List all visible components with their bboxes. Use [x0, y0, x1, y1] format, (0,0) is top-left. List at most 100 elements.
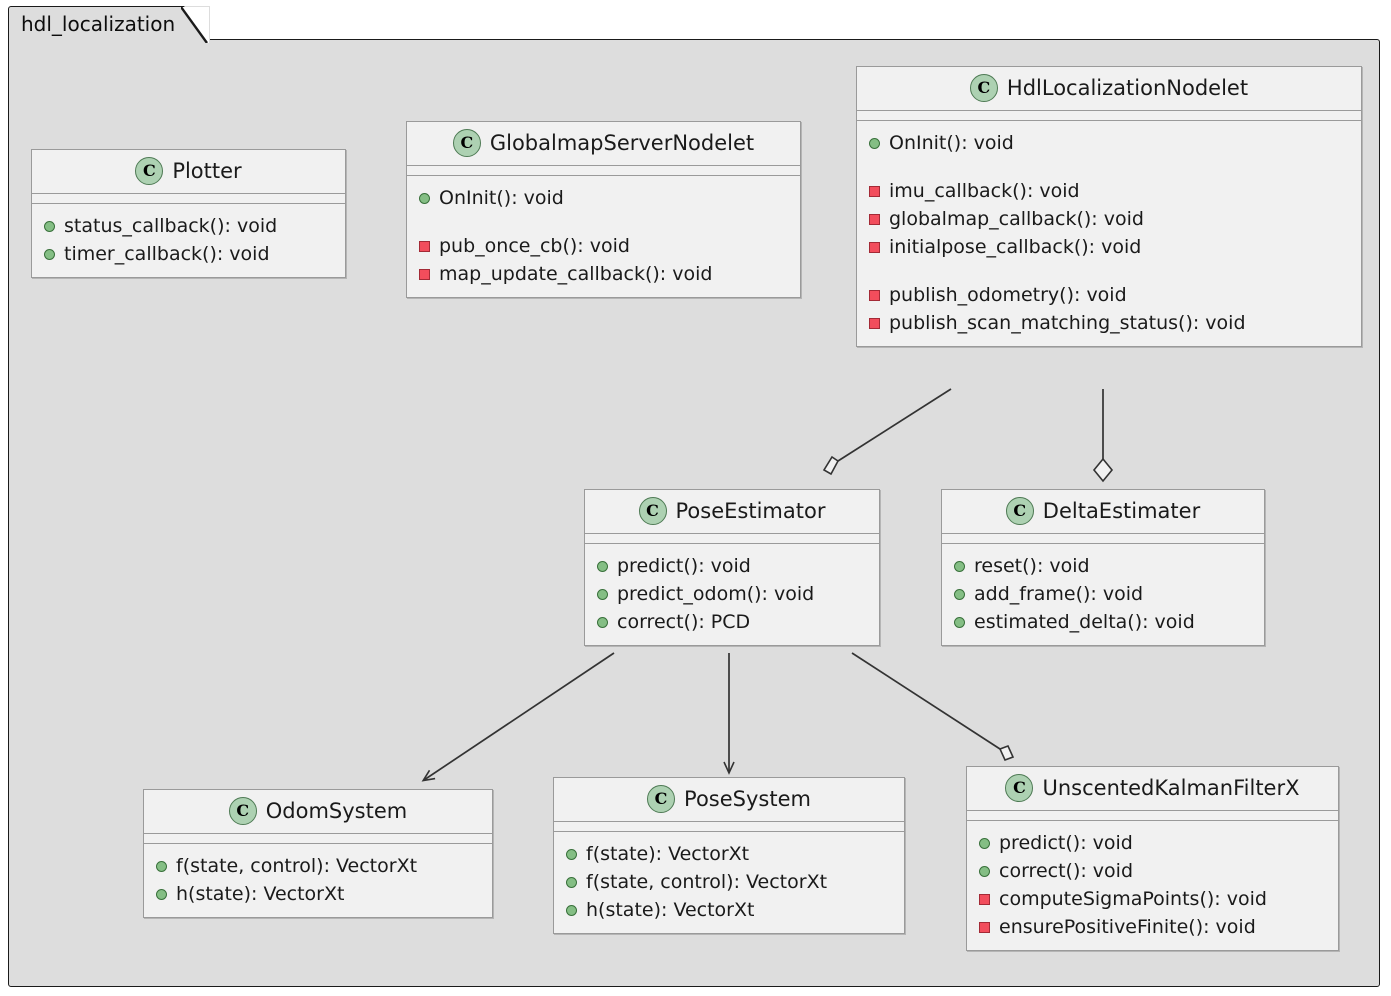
method-row: estimated_delta(): void [954, 608, 1252, 636]
method-row: globalmap_callback(): void [869, 205, 1349, 233]
class-icon: C [1005, 497, 1034, 525]
method-row: pub_once_cb(): void [419, 232, 788, 260]
method-label: reset(): void [974, 554, 1090, 577]
class-attributes-compartment [967, 811, 1338, 821]
class-attributes-compartment [857, 111, 1361, 121]
public-visibility-icon [979, 865, 990, 877]
package-name: hdl_localization [21, 11, 176, 36]
private-visibility-icon [869, 213, 880, 225]
private-visibility-icon [869, 289, 880, 301]
method-label: pub_once_cb(): void [439, 234, 630, 257]
class-methods-compartment: f(state): VectorXt f(state, control): Ve… [554, 832, 904, 933]
private-visibility-icon [419, 240, 430, 252]
method-label: computeSigmaPoints(): void [999, 887, 1267, 910]
class-attributes-compartment [585, 534, 879, 544]
method-row: publish_odometry(): void [869, 281, 1349, 309]
public-visibility-icon [566, 904, 577, 916]
class-box-plotter[interactable]: C Plotter status_callback(): void timer_… [31, 149, 346, 278]
method-row: reset(): void [954, 552, 1252, 580]
method-label: OnInit(): void [889, 131, 1014, 154]
method-label: h(state): VectorXt [176, 882, 345, 905]
method-label: publish_scan_matching_status(): void [889, 311, 1246, 334]
class-attributes-compartment [144, 834, 492, 844]
public-visibility-icon [566, 848, 577, 860]
class-name: PoseEstimator [675, 499, 826, 523]
class-header: C OdomSystem [144, 790, 492, 834]
public-visibility-icon [954, 560, 965, 572]
class-attributes-compartment [407, 166, 800, 176]
class-box-odom-system[interactable]: C OdomSystem f(state, control): VectorXt… [143, 789, 493, 918]
method-label: globalmap_callback(): void [889, 207, 1144, 230]
public-visibility-icon [979, 837, 990, 849]
method-row: imu_callback(): void [869, 177, 1349, 205]
class-attributes-compartment [554, 822, 904, 832]
method-row: f(state): VectorXt [566, 840, 892, 868]
method-row: predict(): void [979, 829, 1326, 857]
class-name: GlobalmapServerNodelet [489, 131, 755, 155]
class-name: HdlLocalizationNodelet [1006, 76, 1249, 100]
method-label: imu_callback(): void [889, 179, 1080, 202]
public-visibility-icon [419, 192, 430, 204]
class-methods-compartment: predict(): void correct(): void computeS… [967, 821, 1338, 950]
method-label: correct(): PCD [617, 610, 751, 633]
class-name: DeltaEstimater [1042, 499, 1201, 523]
class-attributes-compartment [942, 534, 1264, 544]
method-label: ensurePositiveFinite(): void [999, 915, 1256, 938]
public-visibility-icon [44, 248, 55, 260]
method-row: publish_scan_matching_status(): void [869, 309, 1349, 337]
class-methods-compartment: OnInit(): void imu_callback(): void glob… [857, 121, 1361, 346]
method-label: f(state, control): VectorXt [586, 870, 828, 893]
method-row: OnInit(): void [419, 184, 788, 212]
class-box-pose-estimator[interactable]: C PoseEstimator predict(): void predict_… [584, 489, 880, 646]
public-visibility-icon [597, 560, 608, 572]
public-visibility-icon [954, 588, 965, 600]
method-row: correct(): void [979, 857, 1326, 885]
class-header: C UnscentedKalmanFilterX [967, 767, 1338, 811]
method-row: h(state): VectorXt [156, 880, 480, 908]
class-header: C HdlLocalizationNodelet [857, 67, 1361, 111]
class-box-globalmap-server-nodelet[interactable]: C GlobalmapServerNodelet OnInit(): void … [406, 121, 801, 298]
class-name: UnscentedKalmanFilterX [1042, 776, 1300, 800]
class-methods-compartment: status_callback(): void timer_callback()… [32, 204, 345, 277]
method-row: initialpose_callback(): void [869, 233, 1349, 261]
method-group-separator [869, 261, 1349, 281]
private-visibility-icon [869, 185, 880, 197]
class-icon: C [647, 785, 676, 813]
class-methods-compartment: OnInit(): void pub_once_cb(): void map_u… [407, 176, 800, 297]
method-label: add_frame(): void [974, 582, 1144, 605]
method-label: estimated_delta(): void [974, 610, 1195, 633]
class-header: C PoseSystem [554, 778, 904, 822]
method-label: predict(): void [999, 831, 1133, 854]
class-box-unscented-kalman-filter-x[interactable]: C UnscentedKalmanFilterX predict(): void… [966, 766, 1339, 951]
private-visibility-icon [869, 317, 880, 329]
class-box-hdl-localization-nodelet[interactable]: C HdlLocalizationNodelet OnInit(): void … [856, 66, 1362, 347]
class-methods-compartment: reset(): void add_frame(): void estimate… [942, 544, 1264, 645]
method-label: predict(): void [617, 554, 751, 577]
class-icon: C [638, 497, 667, 525]
method-row: map_update_callback(): void [419, 260, 788, 288]
method-group-separator [869, 157, 1349, 177]
class-box-pose-system[interactable]: C PoseSystem f(state): VectorXt f(state,… [553, 777, 905, 934]
method-group-separator [419, 212, 788, 232]
class-box-delta-estimater[interactable]: C DeltaEstimater reset(): void add_frame… [941, 489, 1265, 646]
public-visibility-icon [156, 860, 167, 872]
method-row: timer_callback(): void [44, 240, 333, 268]
class-attributes-compartment [32, 194, 345, 204]
class-name: OdomSystem [265, 799, 408, 823]
public-visibility-icon [954, 616, 965, 628]
method-row: status_callback(): void [44, 212, 333, 240]
method-label: h(state): VectorXt [586, 898, 755, 921]
class-header: C GlobalmapServerNodelet [407, 122, 800, 166]
class-methods-compartment: f(state, control): VectorXt h(state): Ve… [144, 844, 492, 917]
method-row: predict_odom(): void [597, 580, 867, 608]
public-visibility-icon [566, 876, 577, 888]
class-icon: C [1005, 774, 1034, 802]
public-visibility-icon [597, 588, 608, 600]
method-label: f(state): VectorXt [586, 842, 750, 865]
public-visibility-icon [44, 220, 55, 232]
method-label: map_update_callback(): void [439, 262, 713, 285]
class-icon: C [135, 157, 164, 185]
class-header: C PoseEstimator [585, 490, 879, 534]
method-label: publish_odometry(): void [889, 283, 1127, 306]
